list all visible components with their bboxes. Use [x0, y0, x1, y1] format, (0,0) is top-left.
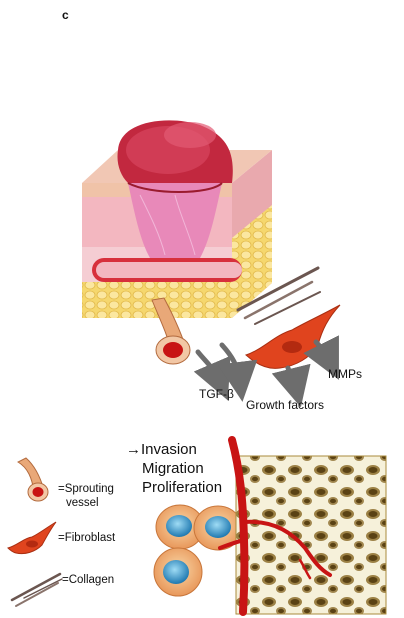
- legend-fibroblast-icon: [8, 522, 56, 554]
- legend-vessel-label: =Sprouting vessel: [58, 482, 114, 510]
- process-migration: Migration: [126, 459, 222, 478]
- wound-skin-block: [82, 120, 272, 318]
- tumor-cell-cluster: [154, 505, 242, 596]
- label-growth-factors: Growth factors: [246, 398, 324, 412]
- legend-fibroblast-label: =Fibroblast: [58, 531, 115, 545]
- process-proliferation: Proliferation: [126, 478, 222, 497]
- legend-vessel-icon: [18, 458, 48, 501]
- process-arrow: →: [126, 441, 141, 458]
- process-invasion: →Invasion: [126, 440, 222, 459]
- label-tgf-beta: TGF-β: [199, 387, 234, 401]
- legend-collagen-icon: [12, 574, 62, 606]
- label-mmps: MMPs: [328, 367, 362, 381]
- legend-collagen-label: =Collagen: [62, 573, 114, 587]
- process-list: →Invasion Migration Proliferation: [126, 440, 222, 497]
- bone-block: [236, 456, 386, 614]
